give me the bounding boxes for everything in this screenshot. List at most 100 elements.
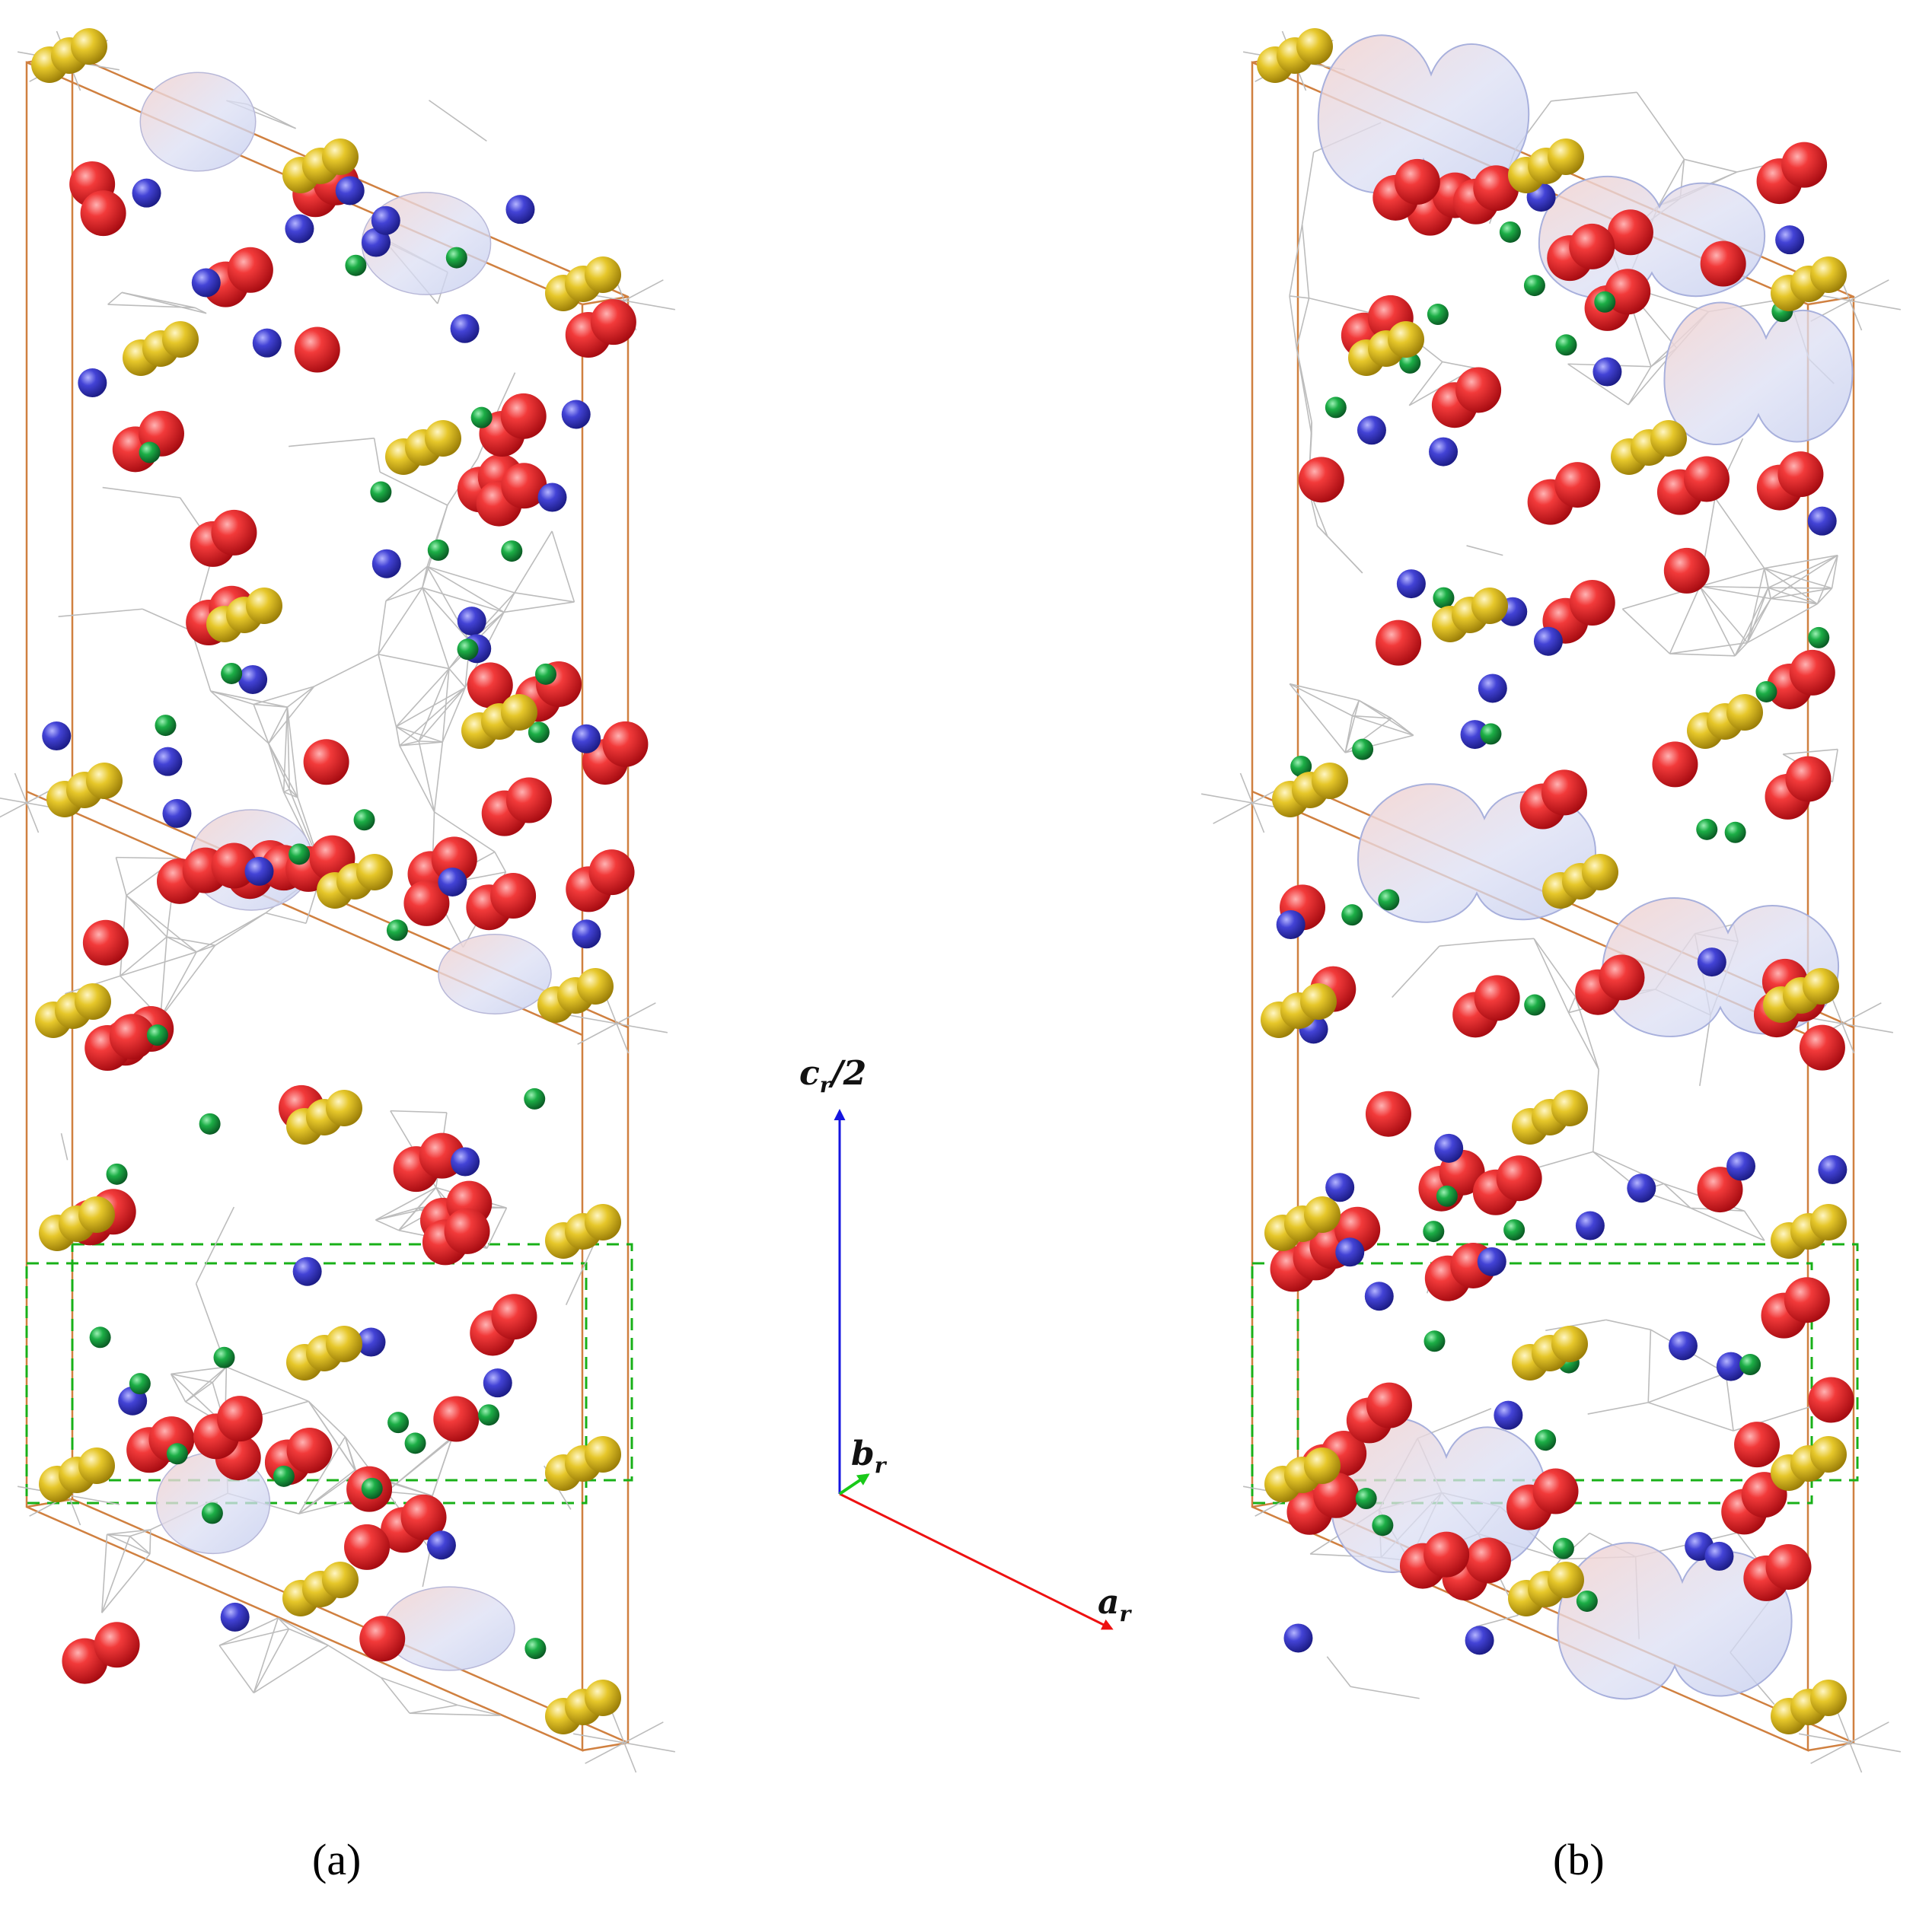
blue-atom bbox=[132, 178, 161, 208]
blue-atom bbox=[451, 1147, 480, 1177]
yellow-atom bbox=[1388, 321, 1424, 358]
red-atom bbox=[1473, 165, 1519, 212]
blue-atom bbox=[371, 205, 400, 235]
green-atom bbox=[445, 247, 467, 269]
blue-atom bbox=[1434, 1133, 1464, 1163]
green-atom bbox=[155, 715, 177, 737]
bond bbox=[1475, 1614, 1519, 1628]
red-atom bbox=[1569, 579, 1615, 626]
bond bbox=[210, 690, 254, 705]
red-atom bbox=[1765, 1543, 1812, 1590]
subcell-outline bbox=[25, 1243, 633, 1505]
atoms bbox=[1257, 28, 1854, 1734]
red-atom bbox=[1313, 1472, 1360, 1518]
green-atom bbox=[1552, 1537, 1574, 1559]
blue-atom bbox=[1807, 506, 1837, 536]
red-atom bbox=[80, 190, 126, 237]
bond bbox=[277, 1617, 290, 1629]
a-axis-label: ar bbox=[1098, 1583, 1131, 1626]
bond bbox=[390, 1110, 447, 1113]
b-axis-arrow bbox=[838, 1473, 870, 1495]
red-atom bbox=[359, 1616, 406, 1662]
yellow-atom bbox=[162, 321, 199, 358]
bond bbox=[268, 743, 285, 792]
blue-atom bbox=[561, 400, 591, 429]
green-atom bbox=[370, 481, 392, 503]
bond bbox=[167, 936, 215, 946]
red-atom bbox=[1683, 456, 1730, 502]
red-atom bbox=[1808, 1377, 1854, 1423]
bond bbox=[623, 279, 664, 301]
bond bbox=[1628, 366, 1652, 406]
green-atom bbox=[1290, 755, 1312, 777]
red-atom bbox=[294, 326, 340, 373]
bond bbox=[107, 1533, 151, 1555]
bond bbox=[314, 654, 379, 687]
green-atom bbox=[129, 1373, 151, 1395]
bond bbox=[399, 686, 466, 747]
bond bbox=[0, 802, 27, 818]
green-atom bbox=[1355, 1488, 1377, 1510]
green-atom bbox=[501, 540, 523, 562]
bond bbox=[1289, 295, 1309, 299]
bond bbox=[448, 668, 466, 688]
bond bbox=[289, 437, 375, 447]
yellow-atom bbox=[1304, 1196, 1341, 1233]
red-atom bbox=[1554, 462, 1601, 508]
bond bbox=[327, 1645, 382, 1679]
bond bbox=[1798, 1733, 1851, 1744]
red-atom bbox=[1599, 954, 1645, 1001]
bond bbox=[120, 936, 167, 976]
green-atom bbox=[1352, 738, 1374, 760]
red-atom bbox=[227, 247, 273, 293]
cell-edge bbox=[1807, 295, 1854, 306]
red-atom bbox=[1785, 756, 1832, 802]
green-atom bbox=[1724, 821, 1746, 843]
green-atom bbox=[427, 539, 449, 561]
green-atom bbox=[387, 1412, 410, 1434]
bond bbox=[210, 690, 288, 708]
blue-atom bbox=[1396, 569, 1426, 599]
bond bbox=[1816, 588, 1833, 605]
yellow-atom bbox=[1803, 968, 1839, 1005]
red-atom bbox=[500, 393, 547, 439]
bond bbox=[210, 690, 269, 744]
isosurface-sheet bbox=[1663, 301, 1854, 445]
red-atom bbox=[1777, 451, 1824, 498]
bond bbox=[386, 1436, 453, 1492]
green-atom bbox=[89, 1326, 111, 1349]
red-atom bbox=[501, 463, 547, 509]
bond bbox=[268, 706, 289, 744]
bond bbox=[129, 1536, 151, 1555]
green-atom bbox=[345, 254, 367, 276]
bond bbox=[190, 630, 212, 692]
yellow-atom bbox=[326, 1090, 362, 1126]
green-atom bbox=[201, 1502, 223, 1524]
subcell-front bbox=[25, 1262, 588, 1505]
bond bbox=[1317, 525, 1328, 537]
bond bbox=[1764, 567, 1832, 589]
bond bbox=[1605, 1319, 1651, 1330]
bond bbox=[1352, 715, 1392, 719]
yellow-atom bbox=[1810, 1680, 1847, 1716]
red-atom bbox=[1365, 1091, 1411, 1137]
bond bbox=[565, 1014, 617, 1024]
yellow-atom bbox=[78, 1447, 115, 1484]
bond bbox=[1545, 1319, 1606, 1332]
bond bbox=[1551, 91, 1637, 102]
isosurface-sheet bbox=[1557, 1542, 1793, 1700]
red-atom bbox=[431, 836, 477, 883]
red-atom bbox=[1734, 1422, 1781, 1468]
red-atom bbox=[1700, 240, 1746, 287]
red-atom bbox=[1799, 1024, 1845, 1071]
bond bbox=[418, 740, 435, 813]
bond bbox=[1771, 597, 1818, 605]
bond bbox=[120, 951, 197, 977]
bond bbox=[308, 1400, 357, 1473]
green-atom bbox=[289, 843, 311, 865]
bond bbox=[58, 608, 143, 617]
bond bbox=[1699, 585, 1771, 600]
bond bbox=[196, 944, 215, 953]
bond bbox=[1746, 598, 1771, 643]
